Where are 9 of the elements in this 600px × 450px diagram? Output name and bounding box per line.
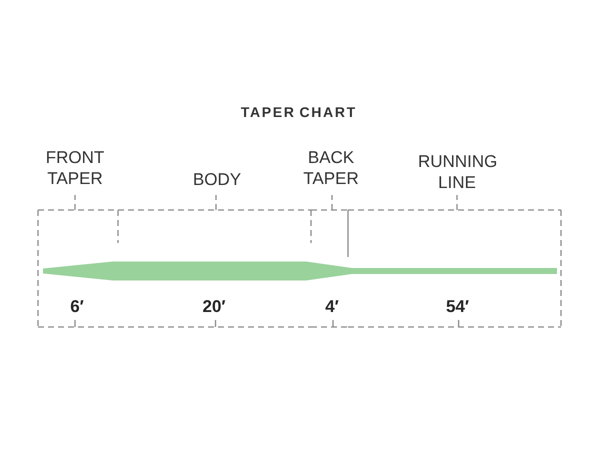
chart-title: TAPER CHART [240, 107, 356, 118]
length-label: 20′ [203, 300, 226, 312]
length-label: 54′ [446, 300, 469, 312]
length-label: 4′ [326, 300, 338, 312]
segment-label: BODY [194, 173, 241, 186]
segment-label: RUNNING LINE [419, 155, 496, 188]
length-label: 6′ [70, 300, 84, 312]
segment-label: FRONT TAPER [47, 151, 104, 184]
segment-label: BACK TAPER [304, 151, 358, 184]
